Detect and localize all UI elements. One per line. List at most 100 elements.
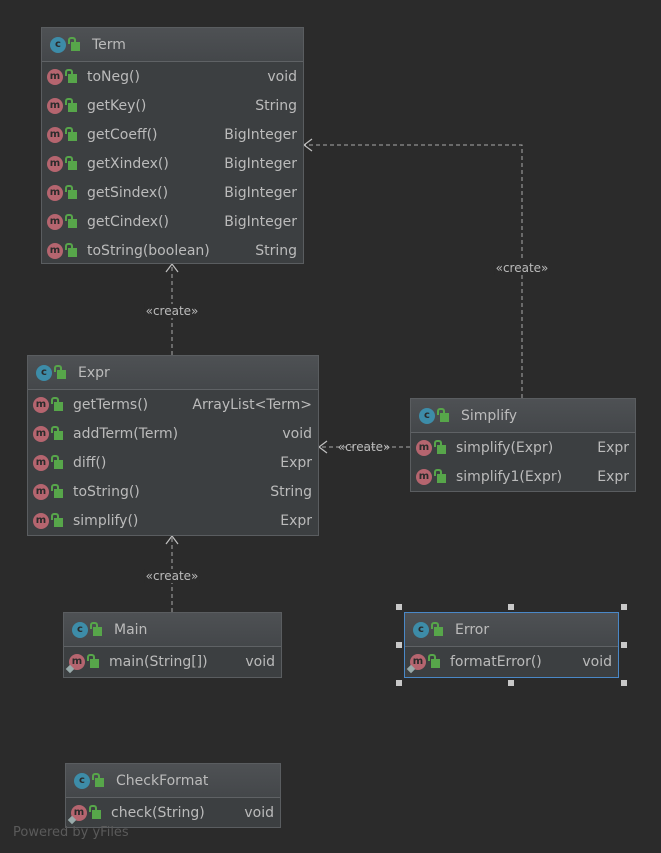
- method-name: main(String[]): [109, 653, 208, 670]
- method-name: simplify(): [73, 512, 139, 529]
- method-icon: m: [33, 425, 49, 442]
- public-lock-icon: [437, 408, 449, 422]
- public-lock-icon: [65, 69, 77, 83]
- method-icon: m: [71, 804, 87, 821]
- arrowhead: [303, 138, 313, 152]
- return-type: void: [267, 68, 297, 85]
- class-name: Simplify: [461, 407, 518, 424]
- resize-handle[interactable]: [396, 642, 402, 648]
- method-name: toString(boolean): [87, 242, 210, 259]
- method-icon: m: [33, 454, 49, 471]
- public-lock-icon: [54, 365, 66, 379]
- class-header[interactable]: c Simplify: [411, 399, 635, 433]
- class-name: Main: [114, 621, 148, 638]
- return-type: String: [255, 242, 297, 259]
- return-type: void: [582, 653, 612, 670]
- method-name: getCindex(): [87, 213, 169, 230]
- class-icon: c: [419, 407, 435, 424]
- method-row[interactable]: m getXindex() BigInteger: [42, 149, 303, 178]
- public-lock-icon: [51, 455, 63, 469]
- method-name: simplify1(Expr): [456, 468, 563, 485]
- method-name: check(String): [111, 804, 205, 821]
- method-icon: m: [47, 68, 63, 85]
- return-type: ArrayList<Term>: [192, 396, 312, 413]
- return-type: BigInteger: [224, 155, 297, 172]
- footer-watermark: Powered by yFiles: [13, 825, 129, 840]
- resize-handle[interactable]: [508, 604, 514, 610]
- public-lock-icon: [65, 156, 77, 170]
- public-lock-icon: [51, 513, 63, 527]
- method-name: toNeg(): [87, 68, 140, 85]
- return-type: Expr: [280, 512, 312, 529]
- public-lock-icon: [92, 773, 104, 787]
- resize-handle[interactable]: [396, 604, 402, 610]
- return-type: String: [255, 97, 297, 114]
- public-lock-icon: [65, 243, 77, 257]
- method-name: diff(): [73, 454, 107, 471]
- arrowhead: [165, 263, 179, 273]
- method-row[interactable]: m getTerms() ArrayList<Term>: [28, 390, 318, 419]
- method-name: getXindex(): [87, 155, 169, 172]
- method-icon: m: [47, 97, 63, 114]
- resize-handle[interactable]: [621, 680, 627, 686]
- public-lock-icon: [65, 214, 77, 228]
- arrowhead: [318, 440, 328, 454]
- method-row[interactable]: m diff() Expr: [28, 448, 318, 477]
- public-lock-icon: [51, 426, 63, 440]
- resize-handle[interactable]: [508, 680, 514, 686]
- return-type: void: [244, 804, 274, 821]
- return-type: Expr: [280, 454, 312, 471]
- method-name: formatError(): [450, 653, 542, 670]
- edge-label: «create»: [144, 304, 200, 318]
- method-icon: m: [47, 155, 63, 172]
- method-row[interactable]: m formatError() void: [405, 647, 618, 676]
- resize-handle[interactable]: [621, 604, 627, 610]
- class-name: CheckFormat: [116, 772, 209, 789]
- method-name: getTerms(): [73, 396, 149, 413]
- method-icon: m: [69, 653, 85, 670]
- method-name: toString(): [73, 483, 140, 500]
- method-icon: m: [33, 512, 49, 529]
- method-icon: m: [416, 439, 432, 456]
- resize-handle[interactable]: [621, 642, 627, 648]
- method-row[interactable]: m simplify() Expr: [28, 506, 318, 535]
- edge-label: «create»: [494, 261, 550, 275]
- edge-simplify-term: [304, 144, 523, 398]
- return-type: BigInteger: [224, 184, 297, 201]
- class-header[interactable]: c Main: [64, 613, 281, 647]
- method-icon: m: [410, 653, 426, 670]
- resize-handle[interactable]: [396, 680, 402, 686]
- edge-label: «create»: [337, 440, 391, 454]
- class-icon: c: [72, 621, 88, 638]
- return-type: BigInteger: [224, 126, 297, 143]
- public-lock-icon: [51, 397, 63, 411]
- method-icon: m: [33, 396, 49, 413]
- method-row[interactable]: m toNeg() void: [42, 62, 303, 91]
- arrowhead: [165, 535, 179, 545]
- method-row[interactable]: m check(String) void: [66, 798, 280, 827]
- public-lock-icon: [51, 484, 63, 498]
- class-icon: c: [50, 36, 66, 53]
- public-lock-icon: [431, 622, 443, 636]
- public-lock-icon: [89, 805, 101, 819]
